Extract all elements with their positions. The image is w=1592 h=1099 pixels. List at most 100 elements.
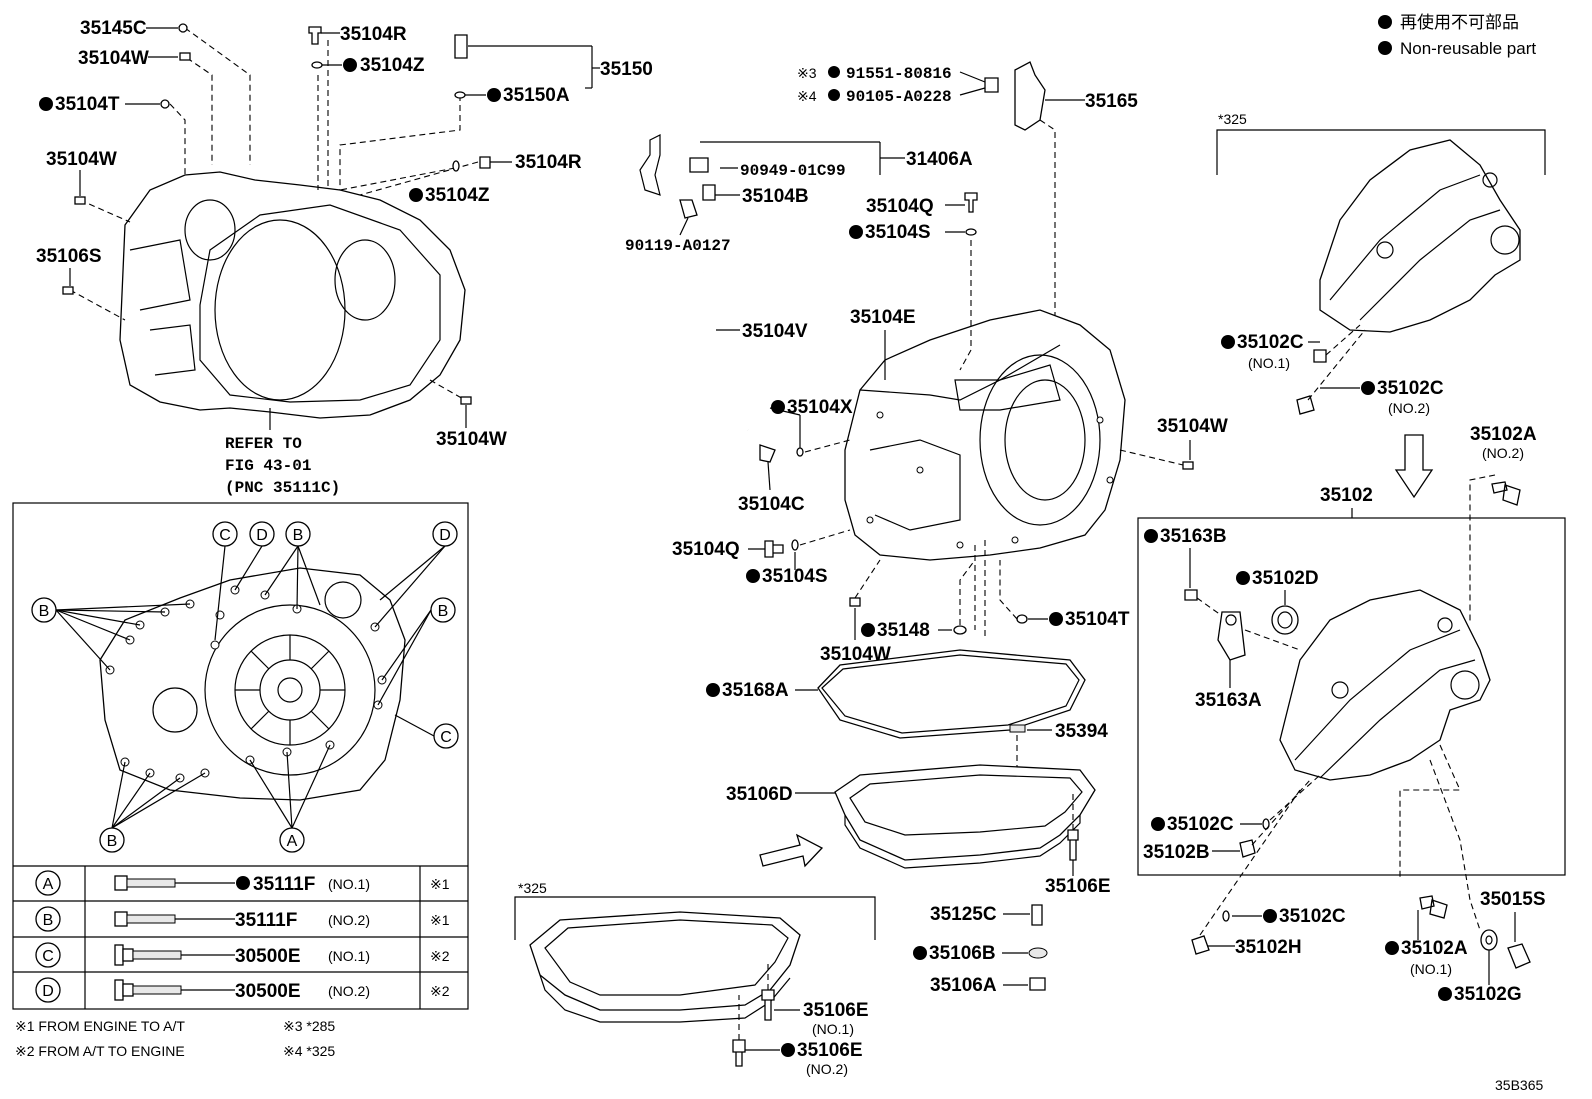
label-n3: ※3: [797, 65, 817, 81]
label-35102C-1-no: (NO.1): [1248, 355, 1290, 371]
bolt-row-A: A 35111F (NO.1) ※1: [35, 870, 450, 896]
label-35104X: 35104X: [787, 397, 853, 418]
callout-B-3: B: [438, 603, 449, 620]
callout-C-1: C: [219, 527, 231, 544]
bolt-row-D: D 30500E (NO.2) ※2: [35, 977, 450, 1003]
label-35106E-b-no: (NO.1): [812, 1021, 854, 1037]
bolt-row-B: B 35111F (NO.2) ※1: [35, 906, 450, 932]
figure-code: 35B365: [1495, 1077, 1543, 1093]
label-35394: 35394: [1055, 721, 1108, 742]
label-35104Z-a: 35104Z: [360, 55, 425, 76]
callout-C-2: C: [440, 729, 452, 746]
label-90949: 90949-01C99: [740, 162, 846, 180]
label-35104R-b: 35104R: [515, 152, 582, 173]
label-35104W-e: 35104W: [820, 644, 891, 665]
svg-text:D: D: [42, 983, 54, 1000]
label-35104S-a: 35104S: [865, 222, 931, 243]
svg-text:※1: ※1: [430, 876, 450, 892]
label-35106D: 35106D: [726, 784, 793, 805]
label-35150A: 35150A: [503, 85, 570, 106]
label-35104Q-a: 35104Q: [866, 196, 934, 217]
label-35102B: 35102B: [1143, 842, 1210, 863]
extension-housing-box: [1137, 517, 1566, 876]
label-35102C-4: 35102C: [1279, 906, 1346, 927]
label-35102C-1: 35102C: [1237, 332, 1304, 353]
label-35104W-b: 35104W: [46, 149, 117, 170]
legend-dot-2: [1378, 41, 1392, 55]
svg-text:35111F: 35111F: [235, 910, 297, 931]
label-35102H: 35102H: [1235, 937, 1302, 958]
callout-B-2: B: [39, 603, 50, 620]
label-90119: 90119-A0127: [625, 237, 731, 255]
refer-line-1: REFER TO: [225, 435, 302, 453]
star325-bottom: *325: [518, 880, 547, 896]
label-35104E: 35104E: [850, 307, 916, 328]
label-35106A: 35106A: [930, 975, 997, 996]
bolt-row-C: C 30500E (NO.1) ※2: [35, 942, 450, 968]
extension-housing-325-drawing: [1319, 139, 1521, 333]
callout-B-4: B: [107, 833, 118, 850]
direction-arrow-1: [759, 833, 824, 868]
label-31406A: 31406A: [906, 149, 973, 170]
inset-housing-drawing: [99, 567, 406, 801]
oil-pan-drawing: [834, 764, 1096, 869]
label-35106E-c-no: (NO.2): [806, 1061, 848, 1077]
svg-text:(NO.2): (NO.2): [328, 912, 370, 928]
oil-pan-325-drawing: [529, 911, 801, 1023]
label-35104W-a: 35104W: [78, 48, 149, 69]
label-35104Q-b: 35104Q: [672, 539, 740, 560]
label-n4: ※4: [797, 88, 817, 104]
bolt-inset-box: [12, 502, 469, 1010]
footnote-4: ※4 *325: [283, 1043, 335, 1059]
label-35104W-c: 35104W: [436, 429, 507, 450]
label-35106E-c: 35106E: [797, 1040, 863, 1061]
label-35104Z-b: 35104Z: [425, 185, 490, 206]
legend-jp: 再使用不可部品: [1400, 12, 1519, 32]
label-35102: 35102: [1320, 485, 1373, 506]
svg-text:(NO.2): (NO.2): [328, 983, 370, 999]
label-35168A: 35168A: [722, 680, 789, 701]
svg-text:※2: ※2: [430, 983, 450, 999]
label-35106E-a: 35106E: [1045, 876, 1111, 897]
legend-en: Non-reusable part: [1400, 39, 1536, 58]
svg-text:30500E: 30500E: [235, 981, 301, 1002]
label-35104V: 35104V: [742, 321, 808, 342]
svg-text:35111F: 35111F: [253, 874, 315, 895]
refer-line-2: FIG 43-01: [225, 457, 311, 475]
svg-text:A: A: [43, 876, 54, 893]
converter-housing-drawing: [119, 171, 466, 419]
svg-text:C: C: [42, 948, 54, 965]
callout-A-1: A: [287, 833, 298, 850]
label-35104T-a: 35104T: [55, 94, 120, 115]
callout-B-1: B: [293, 527, 304, 544]
direction-arrow-2: [1394, 434, 1434, 499]
label-35102C-2-no: (NO.2): [1388, 400, 1430, 416]
label-35102C-3: 35102C: [1167, 814, 1234, 835]
svg-text:(NO.1): (NO.1): [328, 948, 370, 964]
bolt-table: [13, 865, 468, 1009]
label-35106E-b: 35106E: [803, 1000, 869, 1021]
label-35102A-top: 35102A: [1470, 424, 1537, 445]
label-35015S: 35015S: [1480, 889, 1546, 910]
label-35163B: 35163B: [1160, 526, 1227, 547]
label-35145C: 35145C: [80, 18, 147, 39]
label-35106S: 35106S: [36, 246, 102, 267]
label-35102A-bot: 35102A: [1401, 938, 1468, 959]
svg-text:30500E: 30500E: [235, 946, 301, 967]
label-35165: 35165: [1085, 91, 1138, 112]
refer-line-3: (PNC 35111C): [225, 479, 340, 497]
svg-text:B: B: [43, 912, 54, 929]
label-35148: 35148: [877, 620, 930, 641]
label-91551: 91551-80816: [846, 65, 952, 83]
svg-text:(NO.1): (NO.1): [328, 876, 370, 892]
label-35104C: 35104C: [738, 494, 805, 515]
label-35104B: 35104B: [742, 186, 809, 207]
label-90105: 90105-A0228: [846, 88, 952, 106]
label-35163A: 35163A: [1195, 690, 1262, 711]
label-35150: 35150: [600, 59, 653, 80]
svg-text:※1: ※1: [430, 912, 450, 928]
footnote-1: ※1 FROM ENGINE TO A/T: [15, 1018, 185, 1034]
label-35102A-bot-no: (NO.1): [1410, 961, 1452, 977]
callout-D-2: D: [439, 527, 451, 544]
